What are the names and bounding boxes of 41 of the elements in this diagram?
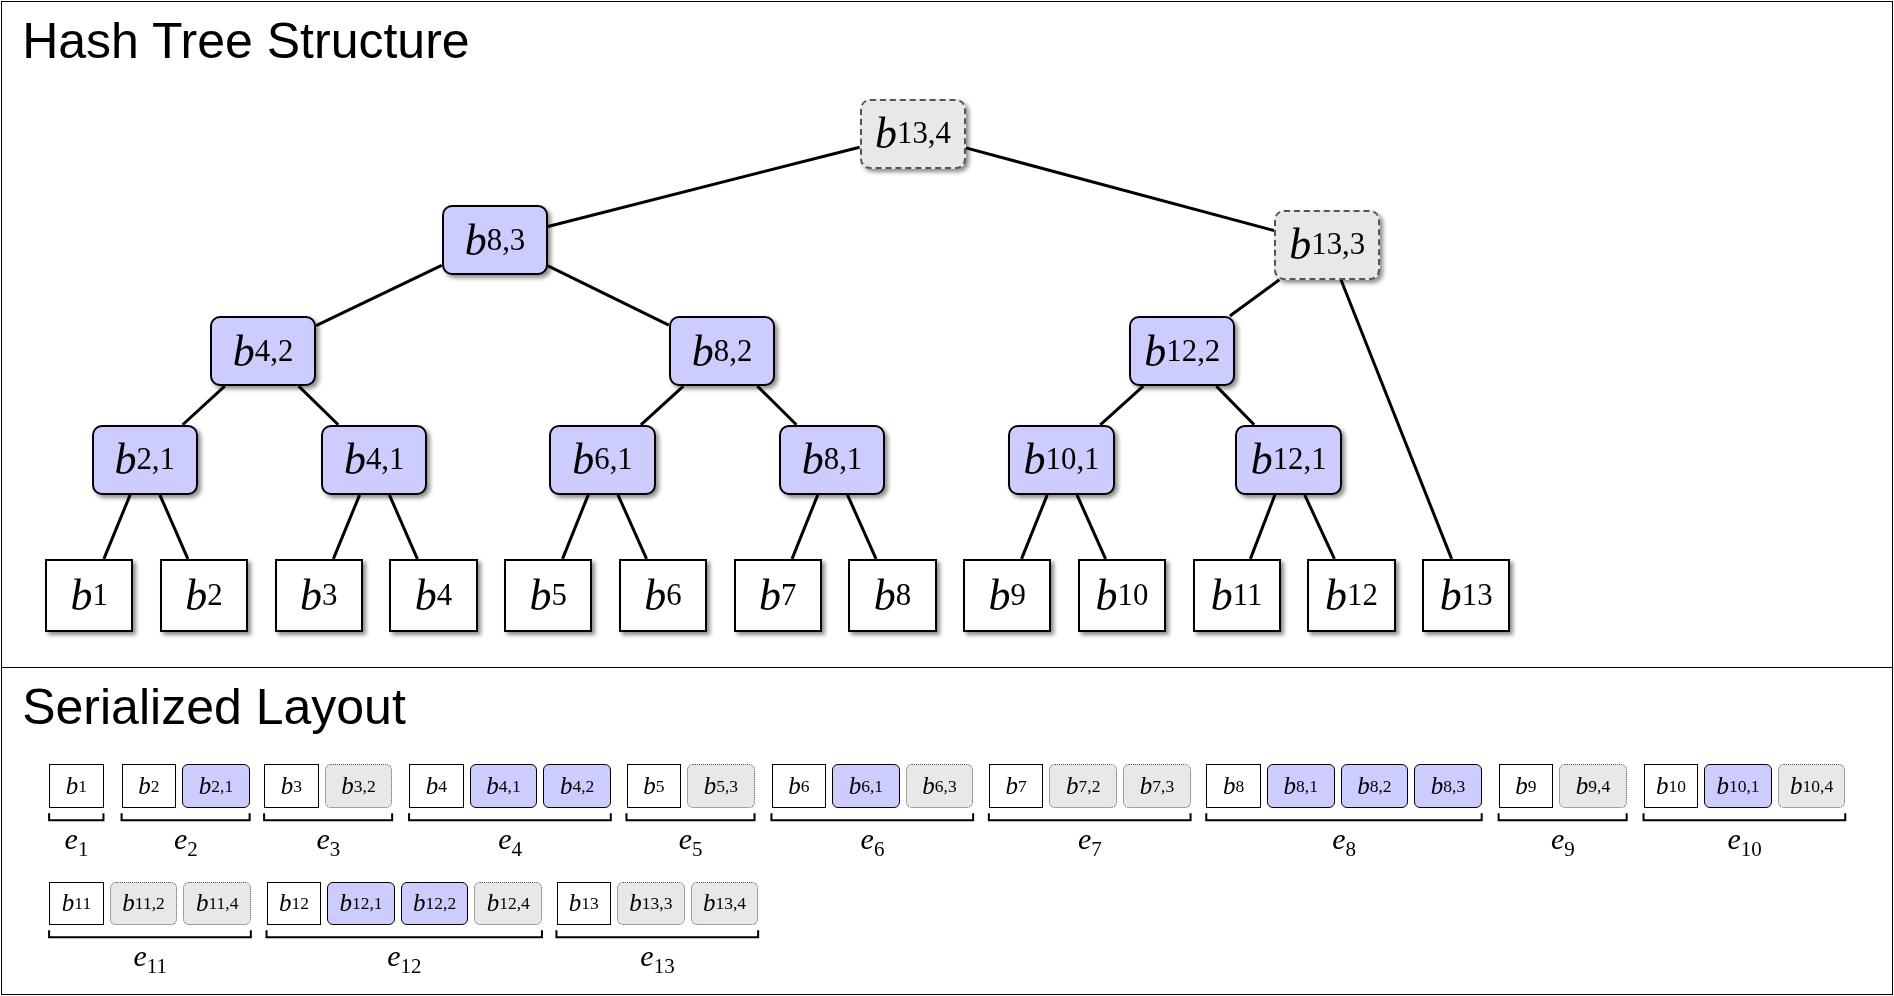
entry-label: e$_{9}$ (1550, 821, 1575, 862)
tree-connector (1075, 494, 1108, 560)
entry-label: e$_{2}$ (173, 821, 198, 862)
entry-label: e$_{11}$ (133, 939, 167, 980)
tree-connector (1229, 278, 1281, 318)
tree-connector (158, 494, 190, 560)
entry-label: e$_{6}$ (860, 821, 885, 862)
tree-connector (547, 145, 861, 229)
entry-label: e$_{3}$ (316, 821, 341, 862)
panel (1, 1, 1893, 668)
tree-connector (1303, 494, 1336, 560)
tree-connector (547, 264, 670, 327)
tree-connector (846, 494, 878, 560)
tree-connector (640, 385, 685, 427)
entry-label: e$_{1}$ (64, 821, 89, 862)
entry-label: e$_{4}$ (498, 821, 523, 862)
tree-connector (102, 494, 132, 560)
tree-connector (181, 385, 226, 427)
tree-connector (756, 385, 798, 427)
tree-connector (332, 494, 362, 560)
entry-label: e$_{8}$ (1332, 821, 1357, 862)
entry-label: e$_{12}$ (387, 939, 422, 980)
panel-title: Serialized Layout (22, 677, 406, 736)
tree-connector (1215, 385, 1256, 426)
panel-title: Hash Tree Structure (22, 12, 470, 71)
tree-connector (616, 494, 649, 560)
entry-label: e$_{7}$ (1078, 821, 1102, 862)
entry-label: e$_{5}$ (678, 821, 703, 862)
tree-connector (1020, 494, 1049, 560)
tree-connector (561, 494, 590, 560)
panel (1, 666, 1893, 996)
entry-label: e$_{10}$ (1727, 821, 1762, 862)
tree-connector (965, 146, 1275, 233)
entry-label: e$_{13}$ (640, 939, 675, 980)
tree-connector (790, 494, 820, 560)
tree-connector (297, 385, 340, 427)
tree-connector (1339, 279, 1454, 560)
tree-connector (1099, 385, 1145, 427)
tree-connector (388, 494, 419, 560)
tree-connector (1249, 494, 1277, 560)
tree-connector (315, 264, 443, 328)
